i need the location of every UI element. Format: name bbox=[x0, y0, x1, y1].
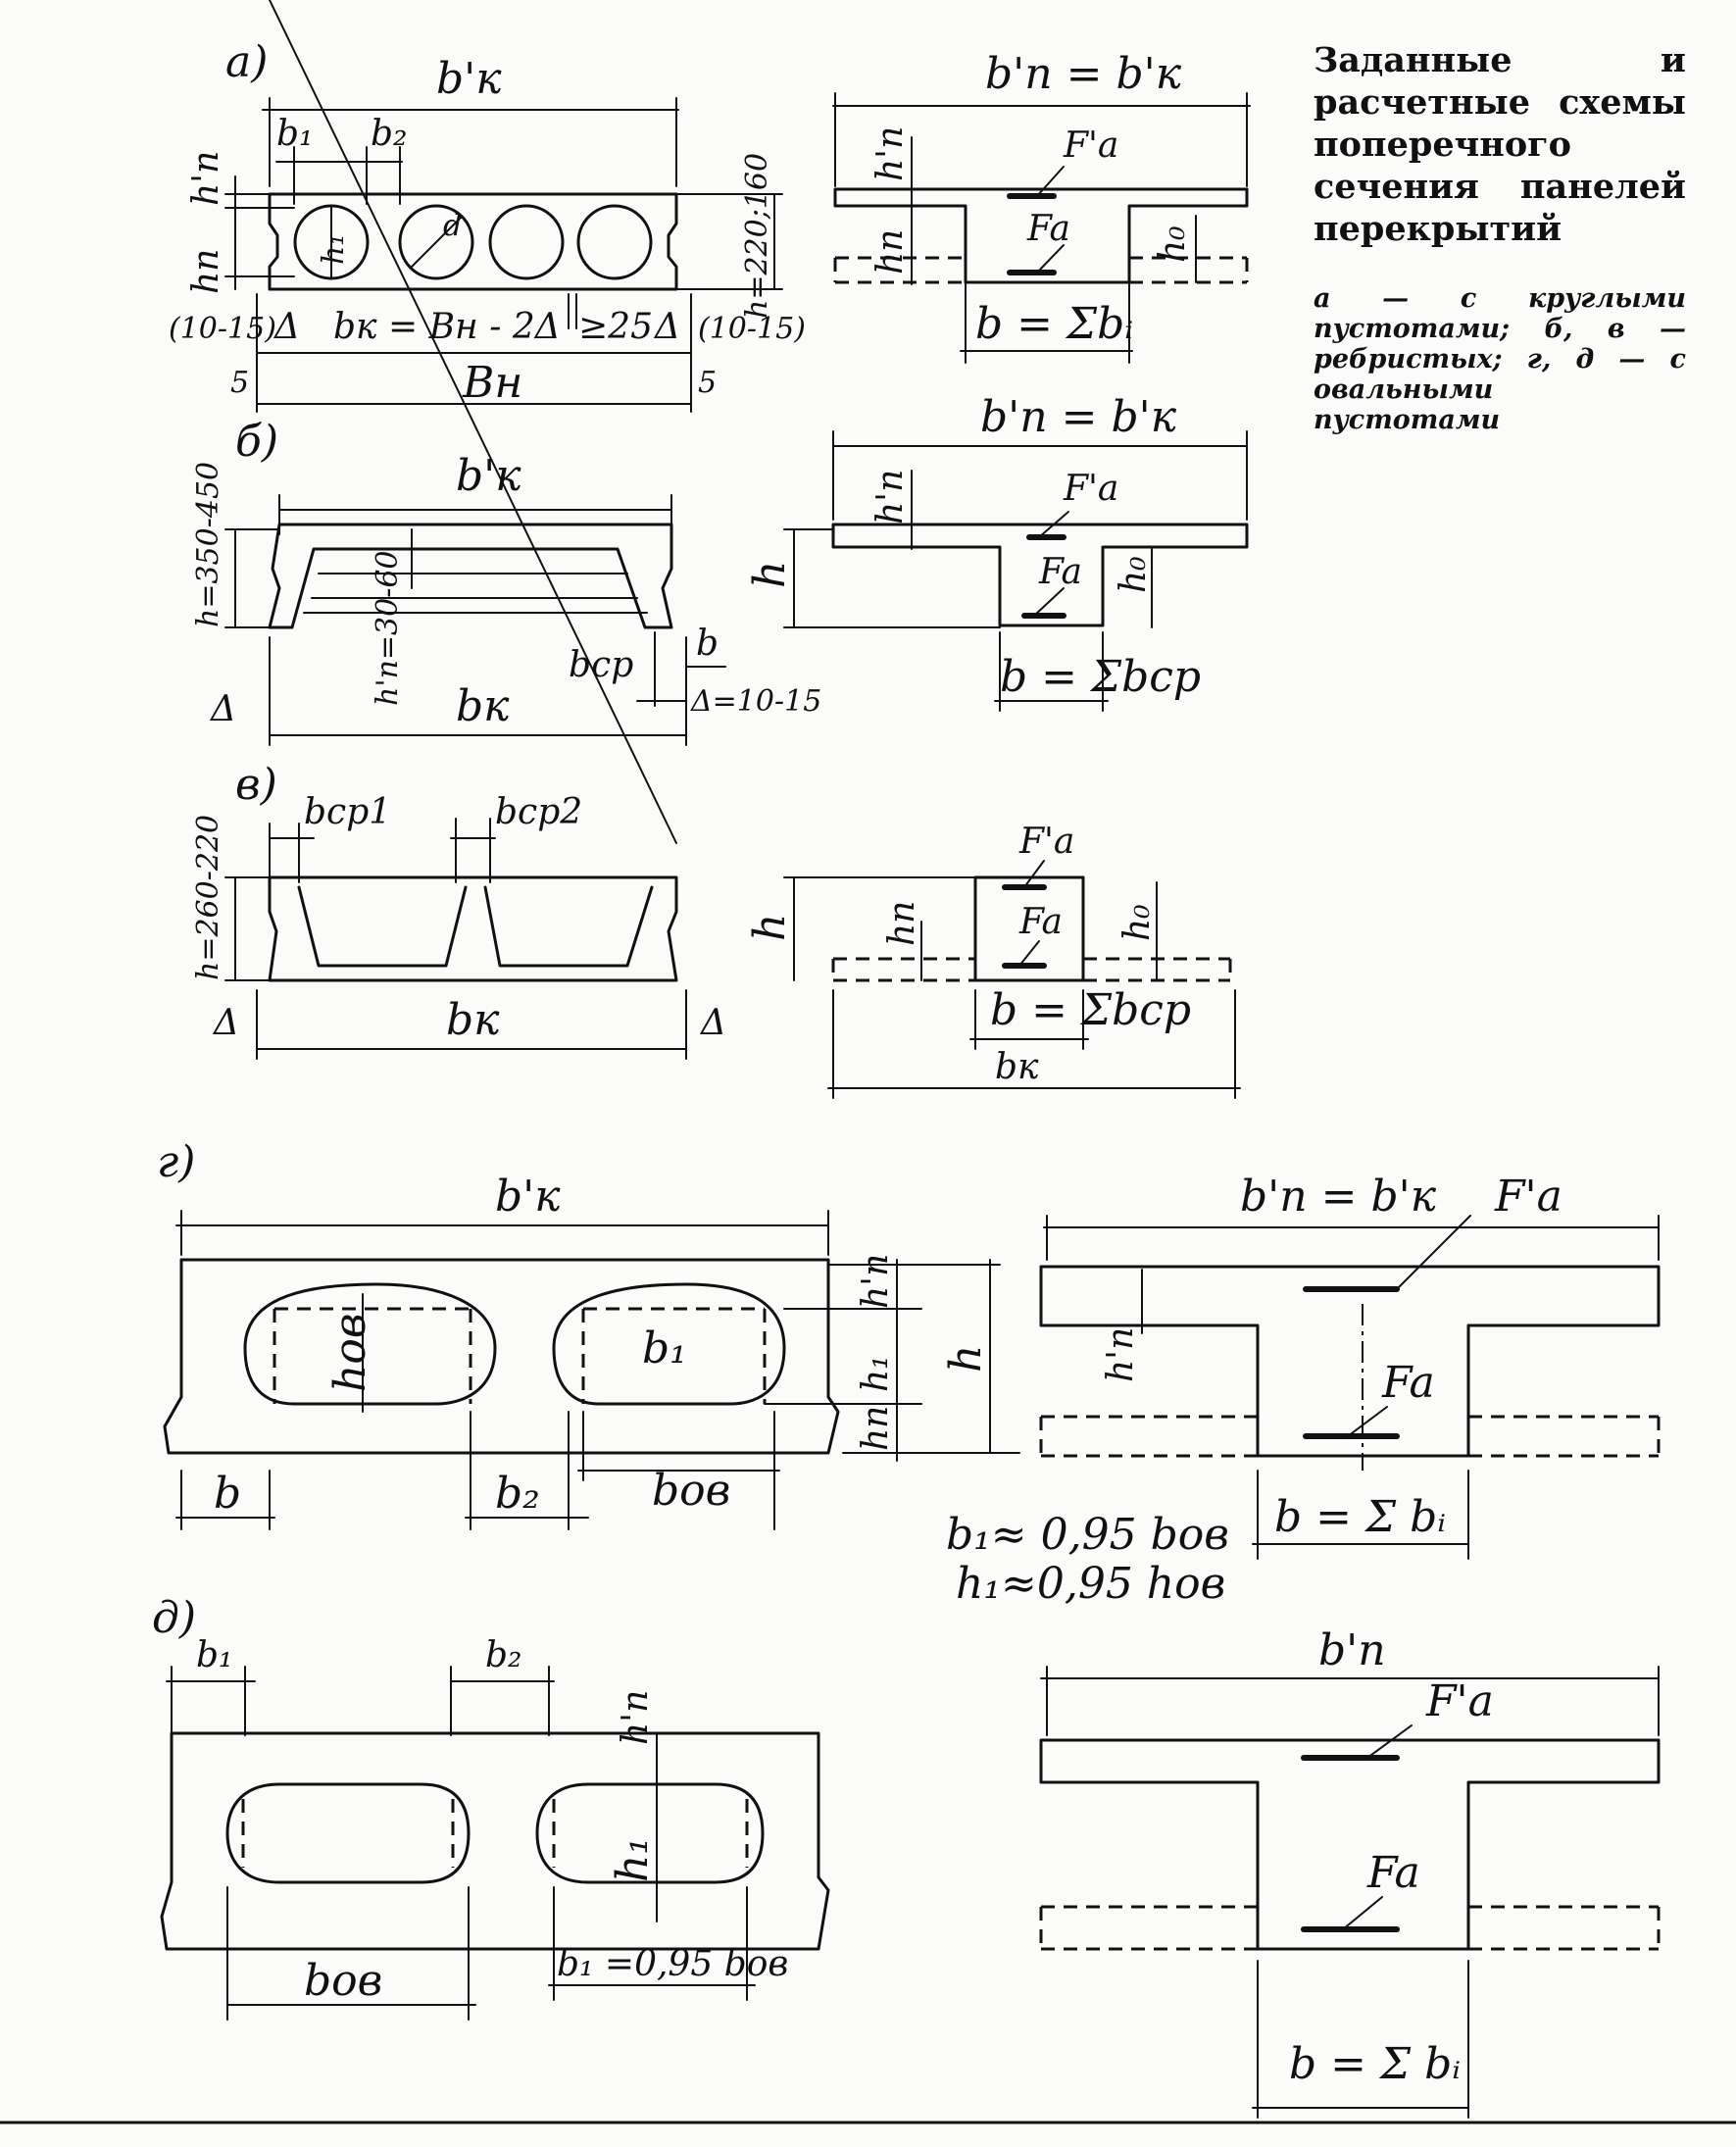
panel-a-calc-hn: hп bbox=[870, 229, 911, 275]
panel-a-delta-right: Δ bbox=[653, 307, 680, 347]
panel-g-formula1: b₁≈ 0,95 bов bbox=[946, 1510, 1229, 1560]
panel-g-h: h bbox=[941, 1345, 991, 1373]
panel-a-b1-label: b₁ bbox=[276, 114, 313, 154]
panel-v-calc-hn: hп bbox=[882, 901, 922, 946]
panel-v-calc-b: b = Σbср bbox=[990, 985, 1191, 1035]
panel-v-bcp2: bср2 bbox=[495, 792, 582, 832]
panel-b-Fa-prime: F'a bbox=[1063, 469, 1118, 509]
panel-a-bk-prime-label: b'к bbox=[436, 54, 502, 104]
panel-a-h-range-label: h=220;160 bbox=[740, 153, 774, 319]
panel-a-calc-hn-prime: h'п bbox=[870, 126, 911, 181]
panel-a-Bn-label: Bн bbox=[462, 358, 522, 408]
panel-d-Fa-prime: F'a bbox=[1425, 1676, 1494, 1726]
panel-a-Fa-prime: F'a bbox=[1063, 125, 1118, 166]
panel-b-delta-left: Δ bbox=[209, 689, 236, 729]
panel-a-hn-label: hп bbox=[186, 249, 226, 294]
panel-g-calc-hn-prime: h'п bbox=[1101, 1327, 1141, 1382]
panel-v-delta-right: Δ bbox=[699, 1003, 726, 1043]
panel-v-Fa: Fa bbox=[1018, 902, 1063, 942]
panel-a-b2-label: b₂ bbox=[371, 114, 407, 154]
panel-g-b: b bbox=[214, 1469, 241, 1519]
panel-b-calc-h: h bbox=[745, 561, 795, 588]
panel-d-calc-scheme bbox=[1039, 1666, 1661, 2119]
panel-d-bov: bов bbox=[304, 1956, 382, 2006]
panel-v-section bbox=[224, 0, 687, 1060]
panel-a-Fa: Fa bbox=[1026, 209, 1070, 249]
panel-g-hov: hов bbox=[325, 1314, 375, 1392]
panel-b-calc-bottom: b = Σbср bbox=[1000, 652, 1201, 702]
panel-b-hn-range: h'п=30-60 bbox=[371, 550, 405, 706]
figure-caption: Заданные и расчетные схемы поперечного с… bbox=[1314, 39, 1686, 435]
panel-g-b2: b₂ bbox=[495, 1469, 540, 1519]
panel-a-d-label: d bbox=[443, 209, 462, 243]
panel-a-hn-prime-label: h'п bbox=[186, 151, 226, 206]
panel-b-bcp-label: bср bbox=[569, 645, 633, 685]
panel-a-edge-left: (10-15) bbox=[169, 312, 276, 346]
panel-g-hn: hп bbox=[856, 1406, 896, 1451]
panel-g-hn-prime: h'п bbox=[856, 1254, 896, 1309]
panel-b-Fa: Fa bbox=[1038, 552, 1082, 592]
panel-g-calc-scheme bbox=[1039, 1215, 1661, 1560]
panel-b-calc-top: b'п = b'к bbox=[980, 392, 1177, 442]
caption-description: а — с круглыми пустотами; б, в — ребрист… bbox=[1314, 283, 1686, 435]
panel-a-min25-label: ≥25 bbox=[578, 307, 653, 347]
panel-v-h-range: h=260-220 bbox=[191, 815, 225, 980]
panel-a-bk-formula: bк = Bн - 2Δ bbox=[333, 307, 561, 347]
panel-b-b-label: b bbox=[696, 624, 719, 664]
panel-v-calc-h: h bbox=[745, 914, 795, 941]
panel-g-calc-top: b'п = b'к bbox=[1240, 1172, 1437, 1222]
panel-a-delta-left: Δ bbox=[273, 307, 300, 347]
panel-d-b1-formula: b₁ =0,95 bов bbox=[557, 1944, 788, 1984]
panel-d-b1: b₁ bbox=[196, 1635, 232, 1675]
panel-g-section bbox=[163, 1210, 1020, 1530]
panel-a-calc-scheme bbox=[832, 92, 1251, 364]
panel-d-calc-top: b'п bbox=[1318, 1625, 1386, 1675]
panel-a-five-right: 5 bbox=[698, 366, 717, 400]
panel-a-edge-right: (10-15) bbox=[698, 312, 806, 346]
panel-b-h-range: h=350-450 bbox=[191, 462, 225, 627]
panel-v-bcp1: bср1 bbox=[304, 792, 391, 832]
panel-b-h0: h₀ bbox=[1114, 556, 1154, 593]
panel-a-tag: а) bbox=[225, 37, 268, 87]
panel-a-calc-bottom-label: b = Σbᵢ bbox=[975, 299, 1133, 349]
panel-a-h1-label: h₁ bbox=[317, 234, 351, 265]
panel-b-calc-hn-prime: h'п bbox=[870, 470, 911, 524]
panel-a-h0: h₀ bbox=[1153, 225, 1193, 263]
panel-g-h1: h₁ bbox=[856, 1355, 896, 1392]
panel-b-calc-scheme bbox=[783, 430, 1249, 712]
panel-d-b2: b₂ bbox=[485, 1635, 521, 1675]
panel-a-calc-top-label: b'п = b'к bbox=[985, 49, 1182, 99]
panel-v-delta-left: Δ bbox=[212, 1003, 239, 1043]
panel-g-Fa: Fa bbox=[1381, 1358, 1435, 1408]
panel-d-calc-bottom: b = Σ bᵢ bbox=[1289, 2039, 1461, 2089]
panel-g-tag: г) bbox=[157, 1137, 195, 1187]
panel-g-bov: bов bbox=[652, 1466, 730, 1516]
panel-b-bk-prime-label: b'к bbox=[456, 451, 521, 501]
panel-b-tag: б) bbox=[235, 417, 278, 467]
panel-b-section bbox=[224, 494, 726, 746]
panel-g-formula2: h₁≈0,95 hов bbox=[956, 1559, 1225, 1609]
panel-d-hn-prime: h'п bbox=[616, 1690, 656, 1745]
panel-d-section bbox=[160, 1666, 830, 2021]
panel-d-tag: д) bbox=[152, 1593, 196, 1643]
panel-v-bk: bк bbox=[446, 995, 500, 1045]
panel-d-Fa: Fa bbox=[1366, 1848, 1420, 1898]
caption-title: Заданные и расчетные схемы поперечного с… bbox=[1314, 40, 1686, 249]
panel-d-h1: h₁ bbox=[608, 1837, 658, 1882]
panel-v-tag: в) bbox=[235, 760, 277, 810]
panel-g-bk-prime: b'к bbox=[495, 1172, 561, 1222]
panel-v-calc-bk: bк bbox=[995, 1047, 1039, 1087]
panel-b-delta-range: Δ=10-15 bbox=[690, 684, 821, 719]
panel-a-section bbox=[224, 97, 783, 413]
panel-a-five-left: 5 bbox=[230, 366, 249, 400]
panel-v-Fa-prime: F'a bbox=[1018, 822, 1074, 862]
panel-g-calc-bottom: b = Σ bᵢ bbox=[1274, 1492, 1446, 1542]
panel-b-bk-label: bк bbox=[456, 681, 510, 731]
panel-v-calc-scheme bbox=[783, 860, 1241, 1099]
panel-g-b1: b₁ bbox=[642, 1323, 687, 1373]
panel-v-h0: h₀ bbox=[1117, 904, 1158, 941]
panel-g-Fa-prime: F'a bbox=[1494, 1172, 1562, 1222]
